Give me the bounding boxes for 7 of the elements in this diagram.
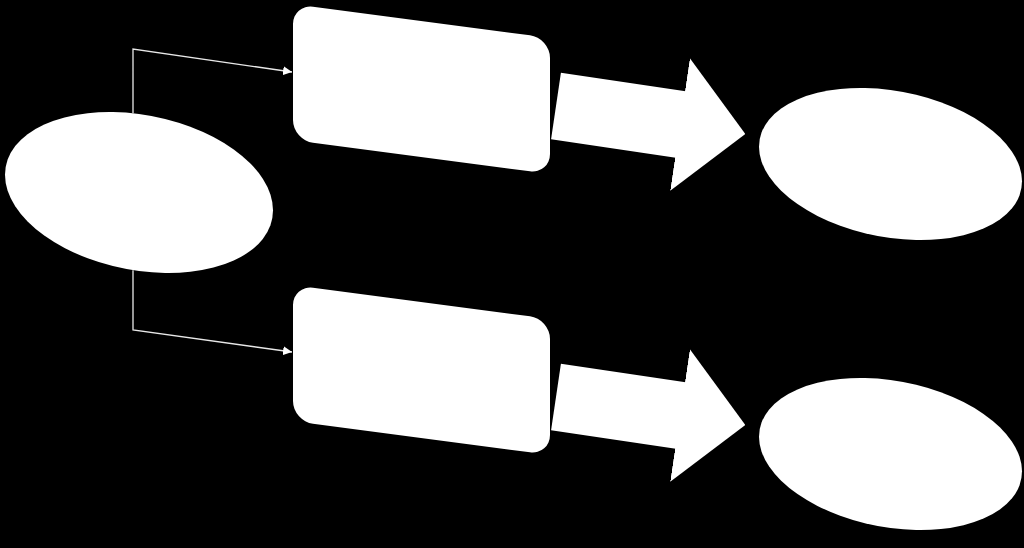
oval-shape (759, 378, 1022, 530)
arrow (132, 269, 293, 356)
arrow (132, 48, 293, 114)
block-arrow (551, 58, 746, 191)
block-arrow (551, 349, 746, 482)
oval-shape (5, 112, 273, 273)
oval-shape (759, 88, 1022, 240)
